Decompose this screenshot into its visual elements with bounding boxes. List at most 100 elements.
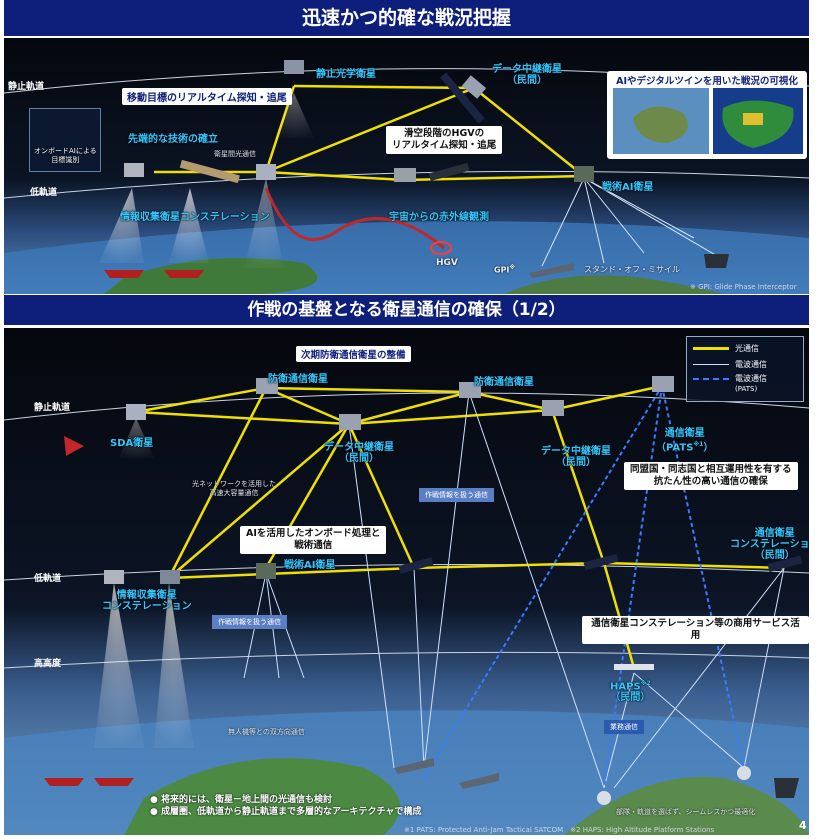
- tactical-ai-sat-label-2: 戦術AI衛星: [284, 560, 336, 571]
- comm-constellation-label: 通信衛星 コンステレーション （民間）: [730, 528, 809, 561]
- comm-const-line3: （民間）: [754, 550, 795, 561]
- ai-onboard-line1: AIを活用したオンボード処理と: [246, 528, 381, 539]
- legend-pats-text: 電波通信: [735, 374, 767, 383]
- hgv-detect-line2: リアルタイム探知・追尾: [392, 140, 497, 151]
- visualization-box: AIやデジタルツインを用いた戦況の可視化: [607, 71, 807, 159]
- geo-optical-sat-icon: [284, 60, 304, 74]
- unmanned-comm-label: 無人機等との双方向通信: [228, 728, 305, 736]
- legend-optical-text: 光通信: [735, 344, 759, 353]
- bottom-title: 作戦の基盤となる衛星通信の確保（1/2）: [247, 300, 566, 320]
- legend-radio: 電波通信: [693, 359, 767, 371]
- advanced-tech-label: 先端的な技術の確立: [128, 134, 218, 145]
- hgv-detect-box: 滑空段階のHGVの リアルタイム探知・追尾: [386, 126, 503, 154]
- onboard-ai-radar: オンボードAIによる 目標識別: [29, 108, 101, 172]
- note-2-text: 成層圏、低軌道から静止軌道まで多層的なアーキテクチャで構成: [161, 807, 422, 817]
- onboard-ai-line2: 目標識別: [51, 156, 80, 164]
- ai-twin-title: AIやデジタルツインを用いた戦況の可視化: [616, 76, 798, 87]
- legend-pats: 電波通信: [693, 373, 767, 385]
- satcom-panel: 光通信 電波通信 電波通信 (PATS) 次期防衛通信衛星の整備 防衛通信衛星 …: [4, 328, 809, 835]
- gpi-text: GPI: [494, 265, 510, 275]
- orbit-leo-label: 低軌道: [30, 188, 58, 198]
- panel2-illustration: [4, 328, 809, 835]
- orbit-geo-label-2: 静止軌道: [34, 403, 71, 413]
- ops-info-tag-1: 作戦情報を扱う通信: [419, 488, 494, 502]
- ai-onboard-box: AIを活用したオンボード処理と 戦術通信: [240, 526, 387, 554]
- optical-network-line2: 高速大容量通信: [209, 489, 259, 497]
- resilient-comm-box: 同盟国・同志国と相互運用性を有する 抗たん性の高い通信の確保: [624, 462, 798, 490]
- resilient-line2: 抗たん性の高い通信の確保: [653, 476, 768, 487]
- geo-optical-sat-label: 静止光学衛星: [316, 69, 376, 80]
- top-title: 迅速かつ的確な戦況把握: [301, 7, 511, 29]
- relay-b-line1: データ中継衛星: [541, 446, 611, 457]
- sda-sat-label: SDA衛星: [110, 438, 154, 449]
- relay-a-line2: （民間）: [339, 453, 379, 464]
- note-2: ● 成層圏、低軌道から静止軌道まで多層的なアーキテクチャで構成: [150, 807, 422, 817]
- optical-network-label: 光ネットワークを活用した 高速大容量通信: [192, 480, 276, 498]
- hgv-label: HGV: [436, 258, 458, 268]
- note-1: ● 将来的には、衛星－地上間の光通信も検討: [150, 795, 333, 805]
- island-map-image: [613, 88, 709, 154]
- bottom-footnote: ※1 PATS: Protected Anti-Jam Tactical SAT…: [404, 826, 715, 834]
- haps-line1: HAPS※2: [610, 678, 651, 692]
- note-1-text: 将来的には、衛星－地上間の光通信も検討: [161, 795, 333, 805]
- haps-label: HAPS※2 （民間）: [610, 678, 651, 703]
- page-number: 4: [799, 819, 807, 832]
- orbit-leo-label-2: 低軌道: [34, 574, 62, 584]
- relay-sat-label-line1: データ中継衛星: [492, 64, 562, 75]
- relay-sat-label-line2: （民間）: [507, 75, 547, 86]
- commercial-use-box: 通信衛星コンステレーション等の商用サービス活用: [582, 616, 809, 644]
- resilient-line1: 同盟国・同志国と相互運用性を有する: [630, 464, 792, 475]
- relay-b-line2: （民間）: [556, 457, 596, 468]
- moving-target-box: 移動目標のリアルタイム探知・追尾: [122, 88, 292, 105]
- relay-a-line1: データ中継衛星: [324, 442, 394, 453]
- orbit-high-label: 高高度: [34, 659, 62, 669]
- isr-line1: 情報収集衛星: [116, 590, 177, 601]
- relay-a-label: データ中継衛星 （民間）: [324, 442, 394, 464]
- onboard-ai-line1: オンボードAIによる: [34, 147, 97, 155]
- legend-radio-line-icon: [693, 364, 729, 365]
- seamless-label: 部隊・軌道を選ばず、シームレスかつ最適化: [616, 808, 756, 816]
- legend-pats-sub: (PATS): [735, 385, 758, 393]
- top-title-banner: 迅速かつ的確な戦況把握: [4, 0, 809, 36]
- inter-sat-optical-label: 衛星間光通信: [214, 150, 256, 158]
- notes-block: ● 将来的には、衛星－地上間の光通信も検討 ● 成層圏、低軌道から静止軌道まで多…: [150, 794, 421, 818]
- digital-twin-image: [713, 88, 803, 154]
- legend-optical: 光通信: [693, 343, 759, 355]
- isr-constellation-label-2: 情報収集衛星 コンステレーション: [102, 590, 192, 612]
- haps-sup: ※2: [640, 680, 651, 687]
- comm-sat-line1: 通信衛星: [664, 428, 705, 439]
- ir-observation-label: 宇宙からの赤外線観測: [389, 212, 489, 223]
- gpi-footnote: ※ GPI: Glide Phase Interceptor: [690, 283, 797, 291]
- tactical-ai-sat-label: 戦術AI衛星: [602, 182, 654, 193]
- isr-constellation-label: 情報収集衛星コンステレーション: [120, 212, 270, 223]
- ai-onboard-line2: 戦術通信: [294, 540, 333, 551]
- next-gen-box: 次期防衛通信衛星の整備: [296, 346, 411, 362]
- haps-text: HAPS: [610, 681, 641, 693]
- optical-network-line1: 光ネットワークを活用した: [192, 480, 276, 488]
- relay-sat-label: データ中継衛星 （民間）: [492, 64, 562, 86]
- haps-line2: （民間）: [610, 692, 651, 704]
- legend-pats-line-icon: [693, 377, 729, 380]
- business-comm-tag: 業務通信: [604, 720, 644, 734]
- legend-optical-line-icon: [693, 347, 729, 350]
- comm-sat-line2: （PATS※1）: [656, 439, 713, 453]
- orbit-geo-label: 静止軌道: [8, 82, 45, 92]
- comm-const-line1: 通信衛星: [754, 528, 795, 539]
- comm-sat-pats-text: （PATS: [656, 442, 694, 454]
- comm-sat-pats-label: 通信衛星 （PATS※1）: [656, 428, 713, 453]
- isr-line2: コンステレーション: [102, 601, 192, 612]
- comm-sat-pats-close: ）: [703, 442, 714, 454]
- gpi-label: GPI※: [494, 264, 515, 275]
- defense-sat-2-label: 防衛通信衛星: [474, 377, 534, 388]
- standoff-missile-label: スタンド・オフ・ミサイル: [584, 265, 680, 274]
- relay-b-label: データ中継衛星 （民間）: [541, 446, 611, 468]
- legend: 光通信 電波通信 電波通信 (PATS): [686, 336, 804, 402]
- comm-const-line2: コンステレーション: [730, 539, 809, 550]
- defense-sat-1-label: 防衛通信衛星: [268, 374, 328, 385]
- legend-radio-text: 電波通信: [735, 360, 767, 369]
- hgv-detect-line1: 滑空段階のHGVの: [404, 128, 485, 139]
- comm-sat-pats-sup: ※1: [693, 441, 704, 448]
- ops-info-tag-2: 作戦情報を扱う通信: [212, 615, 287, 629]
- bottom-title-banner: 作戦の基盤となる衛星通信の確保（1/2）: [4, 295, 809, 325]
- gpi-sup: ※: [509, 264, 516, 271]
